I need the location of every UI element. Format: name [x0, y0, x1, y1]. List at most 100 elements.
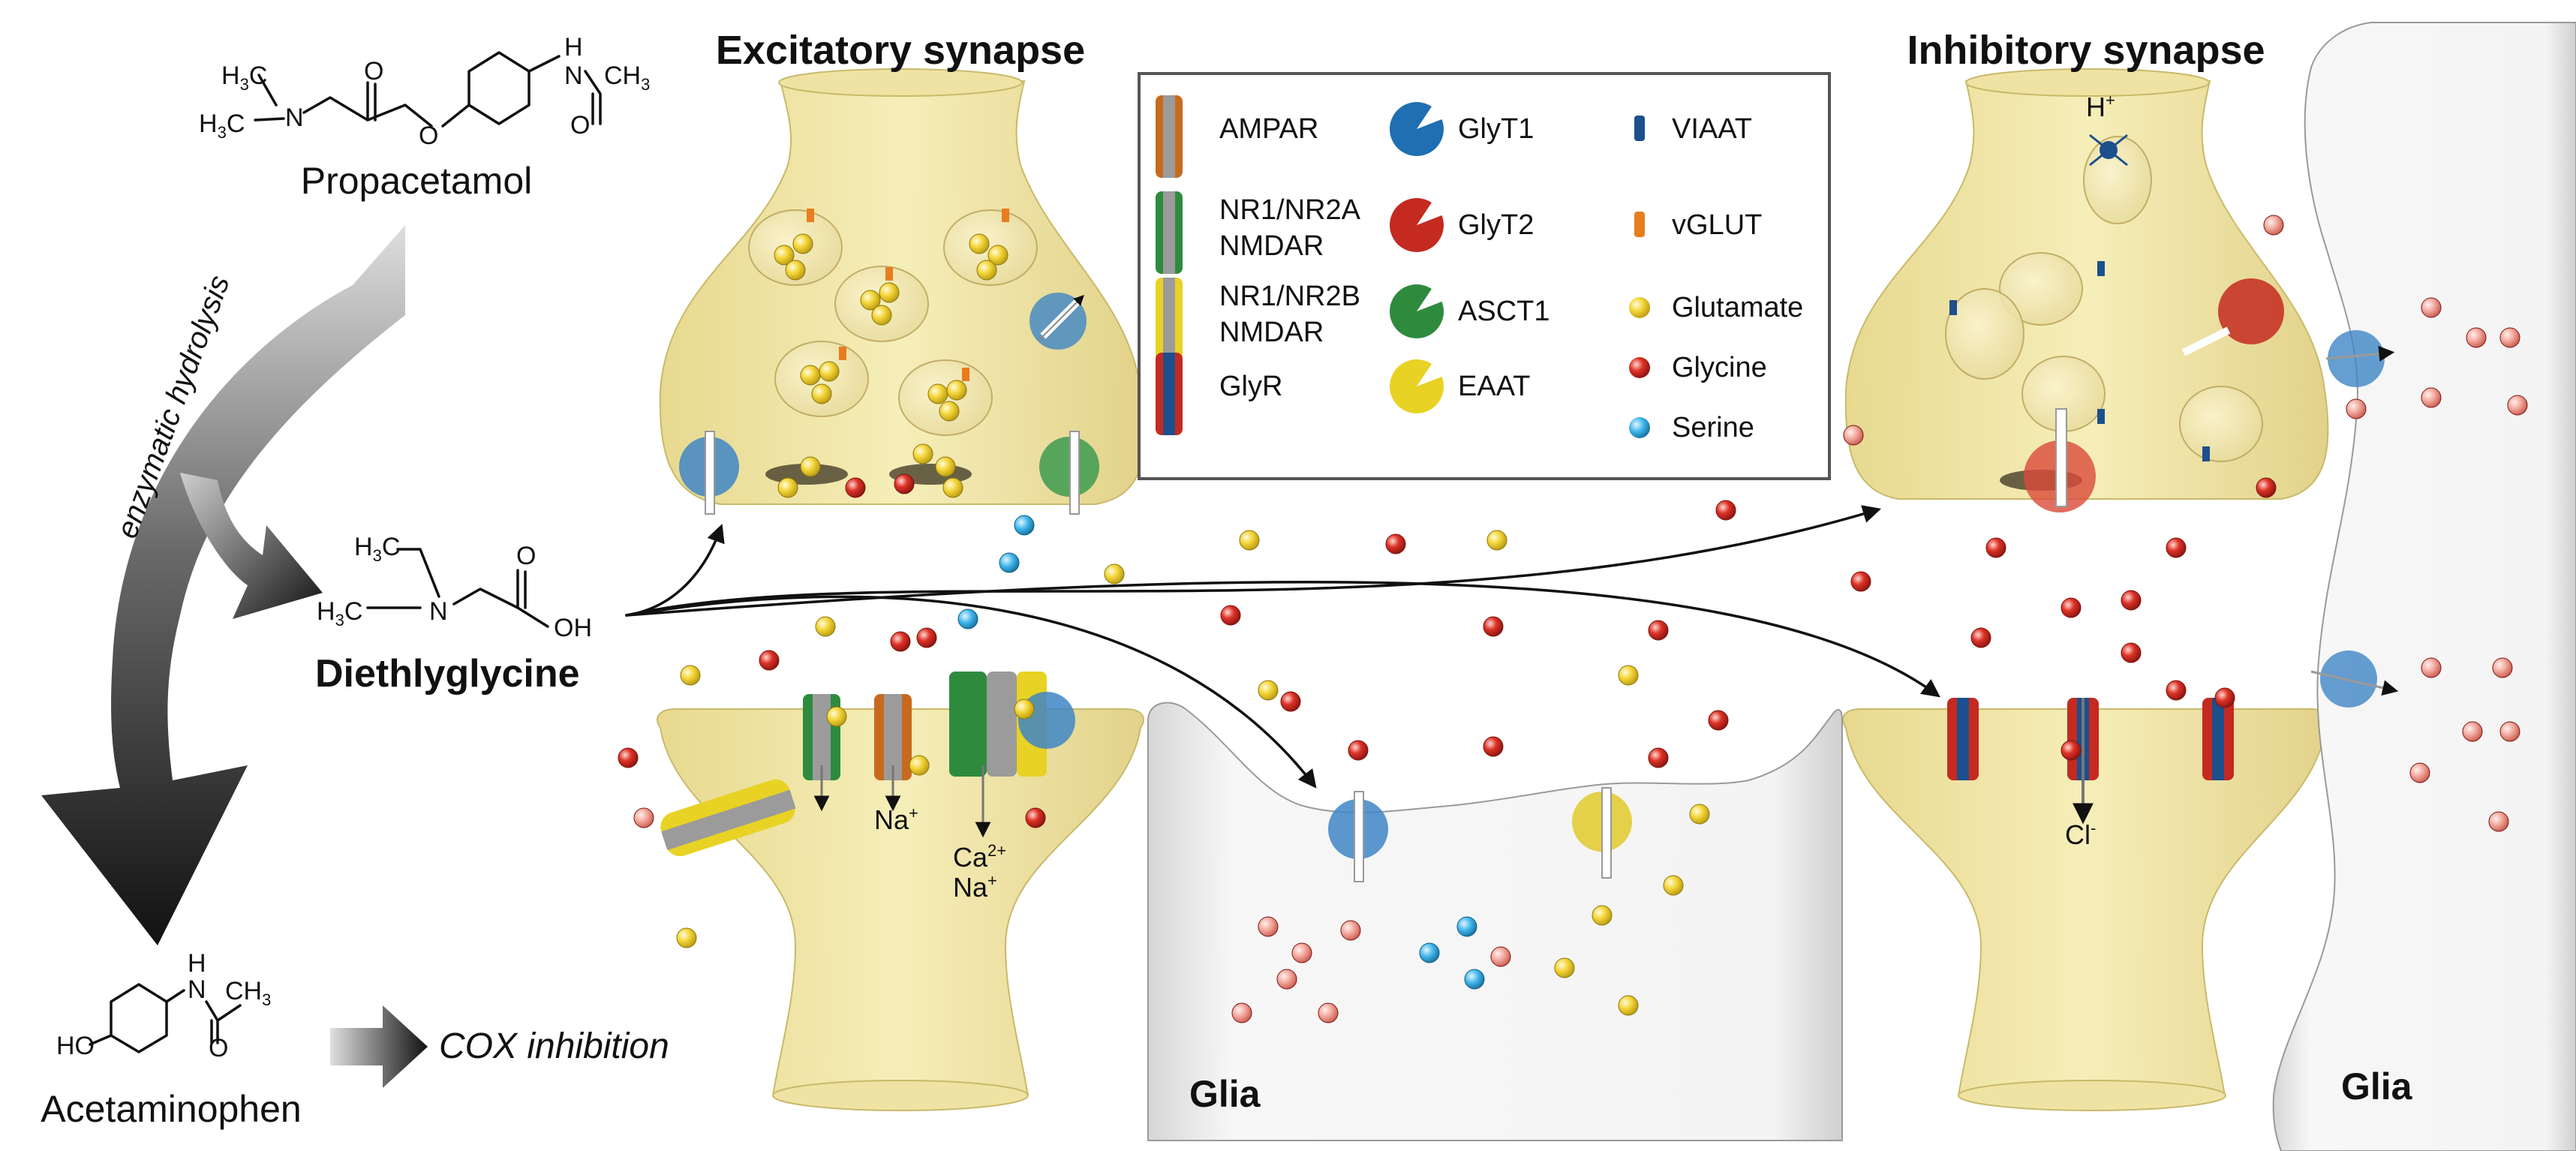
glycine-molecule	[759, 650, 780, 671]
glutamate-molecule	[1258, 680, 1279, 701]
propacetamol-structure: H3C H3C N O O H N O CH3	[199, 33, 650, 150]
glutamate-molecule	[676, 927, 697, 948]
glycine-molecule	[1258, 916, 1279, 937]
svg-text:N: N	[429, 597, 448, 626]
eaat-label: EAAT	[1458, 371, 1530, 402]
vglut-icon	[1634, 212, 1645, 237]
legend-glutamate: Glutamate	[1629, 292, 1803, 323]
glyt1-transporter-inh	[2024, 408, 2096, 512]
glycine-molecule	[1318, 1002, 1339, 1023]
glyt1-icon	[1390, 102, 1444, 156]
glutamate-molecule	[819, 361, 840, 382]
glycine-molecule	[2421, 297, 2442, 318]
glutamate-molecule	[927, 383, 948, 404]
hydrolysis-arrow	[41, 225, 405, 945]
glutamate-molecule	[1663, 875, 1684, 896]
neurotransmitter-molecules	[618, 215, 2528, 1023]
glutamate-molecule	[785, 260, 806, 281]
viaat-pump	[2089, 134, 2128, 167]
glutamate-molecule	[811, 383, 832, 404]
glycine-molecule	[890, 631, 911, 652]
glutamate-molecule	[777, 477, 798, 498]
legend-eaat: EAAT	[1390, 359, 1530, 413]
glutamate-molecule	[939, 401, 960, 422]
glycine-molecule	[1970, 627, 1991, 648]
eaat-transporter-glia-center	[1572, 787, 1632, 879]
ion-h: H+	[2086, 91, 2115, 122]
glutamate-label: Glutamate	[1672, 292, 1803, 323]
glycine-molecule	[2409, 762, 2430, 783]
nr2b-icon	[1156, 278, 1183, 360]
glycine-molecule	[2421, 387, 2442, 408]
glycine-molecule	[2346, 398, 2367, 419]
glycine-molecule	[1708, 710, 1729, 731]
glycine-molecule	[1385, 533, 1406, 554]
glutamate-molecule	[1689, 804, 1710, 825]
serine-label: Serine	[1672, 412, 1754, 443]
glutamate-molecule	[800, 365, 821, 386]
glutamate-molecule	[987, 245, 1008, 266]
glutamate-molecule	[1104, 563, 1125, 585]
glycine-molecule	[2466, 327, 2487, 348]
glycine-molecule	[1348, 740, 1369, 761]
glutamate-molecule	[969, 233, 990, 254]
svg-text:O: O	[419, 122, 438, 150]
legend-glycine: Glycine	[1629, 352, 1767, 383]
legend-vglut: vGLUT	[1634, 209, 1762, 241]
title-excitatory: Excitatory synapse	[716, 28, 1085, 73]
serine-molecule	[1014, 515, 1035, 536]
legend-glyt1: GlyT1	[1390, 102, 1534, 156]
glycine-label: Glycine	[1672, 352, 1767, 383]
glutamate-molecule	[815, 616, 836, 637]
legend-asct1: ASCT1	[1390, 284, 1550, 338]
svg-text:H3C: H3C	[354, 533, 400, 565]
inhibitory-vesicles	[1945, 136, 2263, 462]
glycine-molecule	[2488, 811, 2509, 832]
glycine-molecule	[2214, 687, 2235, 708]
glycine-molecule	[1985, 537, 2006, 558]
svg-text:N: N	[564, 62, 583, 90]
ampar-icon	[1156, 95, 1183, 178]
glycine-molecule	[2166, 680, 2187, 701]
svg-text:O: O	[516, 542, 536, 570]
glyr-label: GlyR	[1219, 371, 1282, 402]
glycine-molecule	[1490, 946, 1511, 967]
glycine-molecule	[1231, 1002, 1252, 1023]
branch-arrow-diethylglycine	[180, 473, 323, 619]
serine-molecule	[1464, 969, 1485, 990]
glycine-molecule	[1648, 747, 1669, 768]
label-propacetamol: Propacetamol	[301, 160, 533, 202]
glycine-molecule	[2121, 642, 2142, 663]
glycine-molecule	[618, 747, 639, 768]
serine-molecule	[957, 609, 978, 630]
glyt1-transporter-exc-top	[1029, 293, 1087, 350]
title-inhibitory: Inhibitory synapse	[1907, 28, 2265, 73]
glyt1-transporter-exc-left	[679, 431, 739, 515]
ampar-label: AMPAR	[1219, 113, 1318, 145]
glyt1-transporter-glia-center	[1328, 791, 1388, 882]
glutamate-molecule	[826, 706, 847, 727]
cox-arrow	[330, 1005, 428, 1088]
label-glia-center: Glia	[1189, 1073, 1261, 1115]
glutamate-molecule	[942, 477, 963, 498]
label-cox-inhibition: COX inhibition	[439, 1026, 669, 1066]
glycine-molecule	[2499, 327, 2520, 348]
asct1-label: ASCT1	[1458, 296, 1550, 327]
ampar-post	[874, 694, 912, 812]
glyt1-label: GlyT1	[1458, 113, 1534, 145]
serine-molecule	[999, 552, 1020, 573]
glutamate-molecule	[1239, 530, 1260, 551]
glycine-molecule	[1276, 969, 1297, 990]
glutamate-molecule	[774, 245, 795, 266]
serine-molecule	[1419, 942, 1440, 963]
glutamate-molecule	[1618, 665, 1639, 686]
glycine-molecule	[2256, 477, 2277, 498]
glycine-molecule	[2060, 597, 2082, 618]
glycine-molecule	[2166, 537, 2187, 558]
glyt2-transporter-inh	[2181, 278, 2284, 356]
glycine-molecule	[1850, 571, 1871, 592]
viaat-label: VIAAT	[1672, 113, 1752, 145]
